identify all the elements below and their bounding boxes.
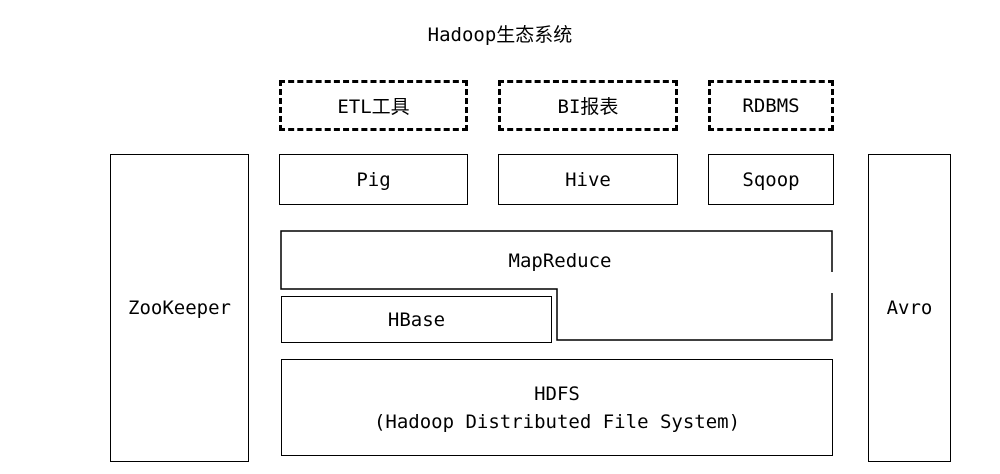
- avro-label: Avro: [886, 297, 933, 319]
- zookeeper-label: ZooKeeper: [128, 297, 231, 319]
- diagram-title: Hadoop生态系统: [427, 24, 573, 46]
- etl-tools-box: ETL工具: [279, 80, 468, 131]
- mapreduce-label: MapReduce: [508, 250, 612, 272]
- bi-report-box: BI报表: [498, 80, 678, 131]
- avro-box: Avro: [868, 154, 951, 462]
- bi-report-label: BI报表: [557, 96, 619, 118]
- pig-label: Pig: [356, 168, 391, 191]
- hive-box: Hive: [498, 154, 678, 205]
- etl-tools-label: ETL工具: [337, 96, 410, 118]
- hdfs-box: HDFS (Hadoop Distributed File System): [281, 359, 833, 456]
- hbase-box: HBase: [281, 296, 552, 343]
- hive-label: Hive: [565, 168, 611, 191]
- rdbms-box: RDBMS: [708, 80, 834, 131]
- sqoop-label: Sqoop: [742, 168, 800, 191]
- zookeeper-box: ZooKeeper: [110, 154, 249, 462]
- hdfs-full-name: (Hadoop Distributed File System): [373, 410, 741, 433]
- hbase-label: HBase: [387, 308, 446, 331]
- hdfs-label: HDFS: [534, 382, 580, 405]
- pig-box: Pig: [279, 154, 468, 205]
- sqoop-box: Sqoop: [708, 154, 834, 205]
- rdbms-label: RDBMS: [742, 94, 800, 117]
